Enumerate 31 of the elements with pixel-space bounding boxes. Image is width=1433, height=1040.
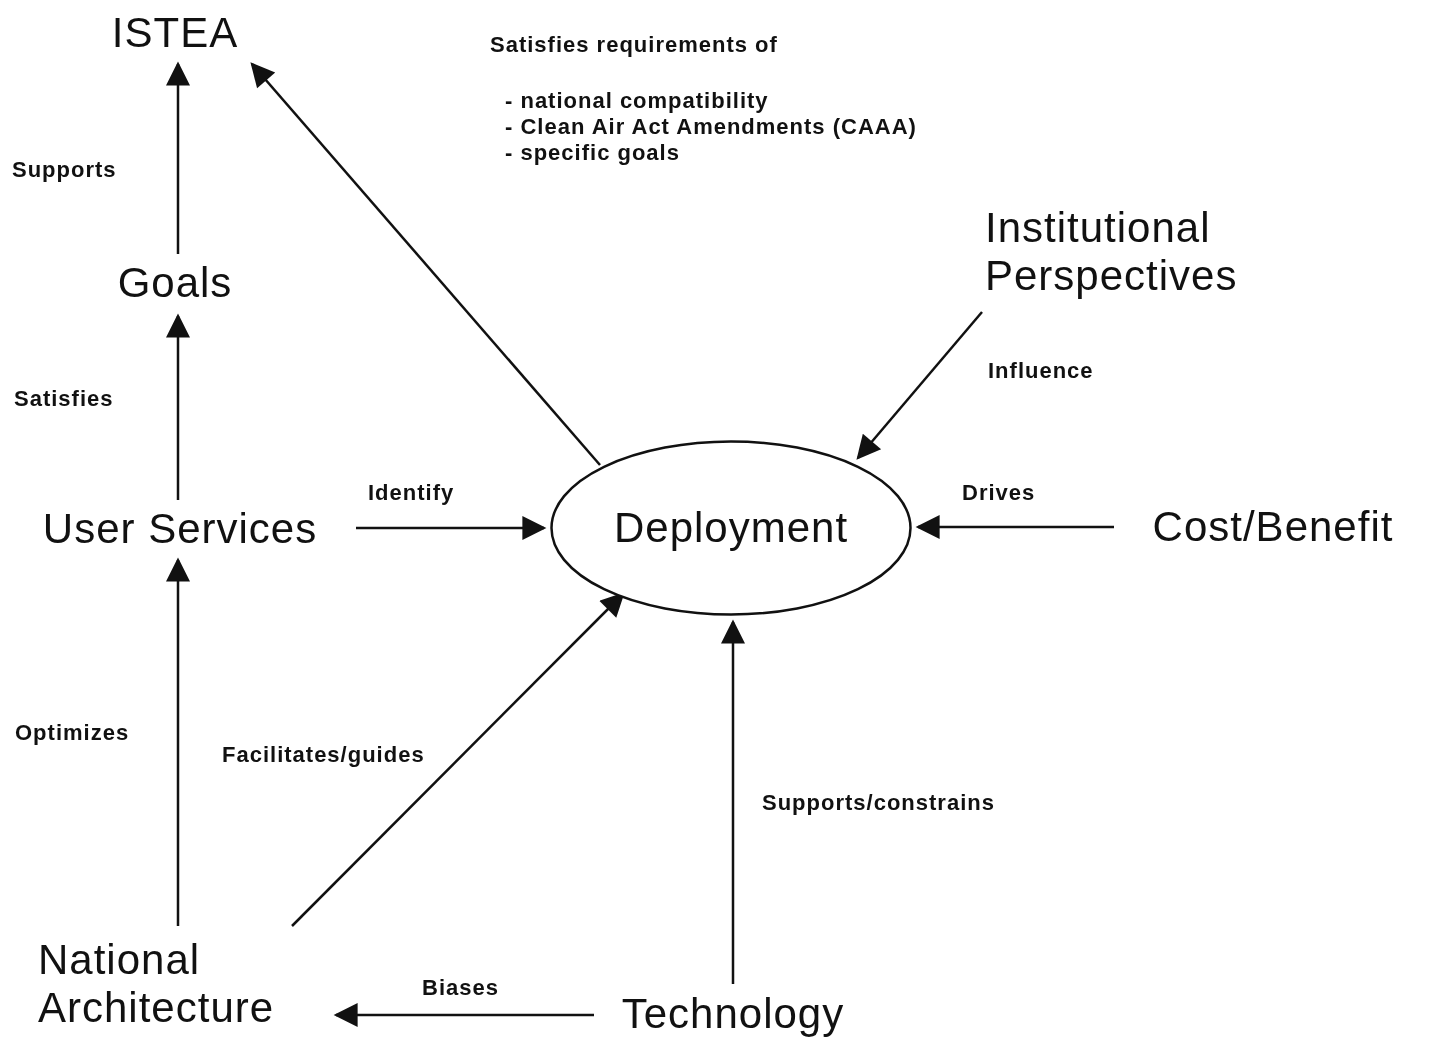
arrow (166, 313, 190, 500)
node-label: ISTEA (111, 8, 239, 58)
node-label: National Architecture (38, 935, 276, 1033)
edge-label: Optimizes (15, 720, 130, 746)
arrow (356, 516, 547, 540)
edge-label: Satisfies (14, 386, 114, 412)
edge-label: Facilitates/guides (222, 742, 425, 768)
list-item: - national compatibility (505, 88, 769, 114)
node-label: User Services (42, 504, 318, 554)
edge-label: Supports/constrains (762, 790, 995, 816)
arrow (166, 557, 190, 926)
edge-label: Biases (422, 975, 499, 1001)
node-label: Deployment (613, 503, 849, 553)
arrow (250, 62, 601, 466)
arrow (915, 515, 1114, 539)
edge-label: Influence (988, 358, 1094, 384)
arrow (166, 61, 190, 254)
node-label: Goals (117, 258, 233, 308)
arrow (721, 619, 745, 984)
node-label: Cost/Benefit (1152, 502, 1394, 552)
note-heading: Satisfies requirements of (490, 32, 778, 58)
node-label: Institutional Perspectives (985, 203, 1239, 301)
arrow (856, 311, 983, 460)
list-item: - Clean Air Act Amendments (CAAA) (505, 114, 917, 140)
list-item: - specific goals (505, 140, 680, 166)
edge-label: Identify (368, 480, 455, 506)
edge-label: Drives (962, 480, 1036, 506)
ellipse-node (550, 440, 912, 616)
node-label: Technology (621, 989, 845, 1039)
edge-label: Supports (12, 157, 117, 183)
arrow (333, 1003, 594, 1027)
